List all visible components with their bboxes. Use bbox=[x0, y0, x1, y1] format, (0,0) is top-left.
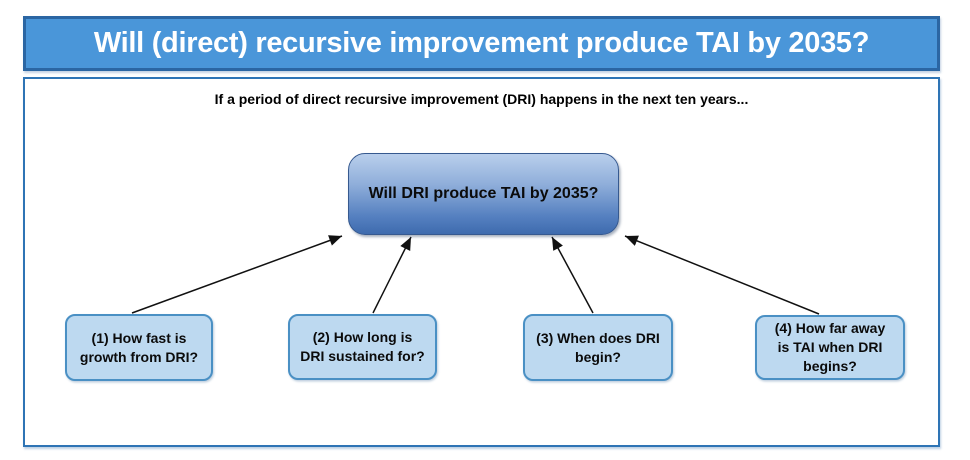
question-node-1: (1) How fast is growth from DRI? bbox=[65, 314, 213, 381]
question-node-4: (4) How far away is TAI when DRI begins? bbox=[755, 315, 905, 380]
question-node-3-label: (3) When does DRI begin? bbox=[536, 329, 660, 365]
diagram-subtitle: If a period of direct recursive improvem… bbox=[214, 91, 749, 107]
central-question-label: Will DRI produce TAI by 2035? bbox=[368, 185, 599, 202]
title-banner: Will (direct) recursive improvement prod… bbox=[23, 16, 940, 71]
question-node-2-label: (2) How long is DRI sustained for? bbox=[300, 329, 425, 364]
page-title: Will (direct) recursive improvement prod… bbox=[93, 27, 870, 59]
diagram-frame bbox=[23, 77, 940, 447]
question-node-1-label: (1) How fast is growth from DRI? bbox=[79, 329, 199, 365]
question-node-3: (3) When does DRI begin? bbox=[523, 314, 673, 381]
question-node-2: (2) How long is DRI sustained for? bbox=[288, 314, 437, 380]
central-question-node: Will DRI produce TAI by 2035? bbox=[348, 153, 619, 235]
question-node-4-label: (4) How far away is TAI when DRI begins? bbox=[774, 320, 886, 374]
